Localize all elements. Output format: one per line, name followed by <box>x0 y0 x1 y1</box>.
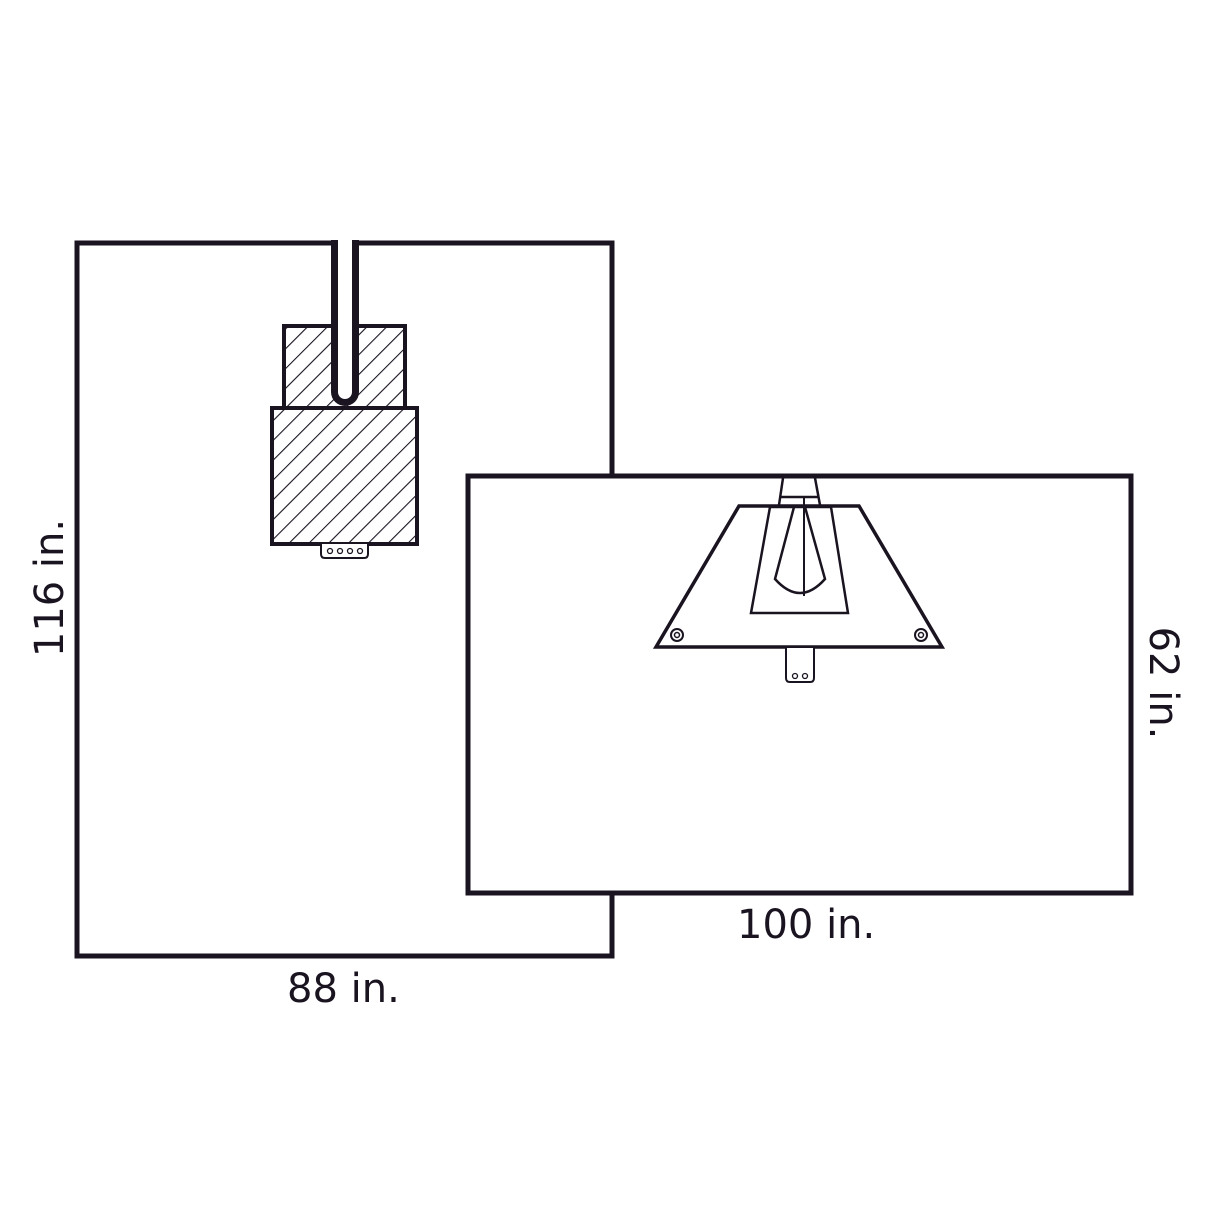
left-drape-height-label: 116 in. <box>27 518 73 658</box>
right-drape-width-label: 100 in. <box>737 902 876 948</box>
lower-hatched-reinforcement <box>270 406 419 546</box>
inner-panel <box>749 505 850 615</box>
grommet-right <box>914 628 928 642</box>
stem <box>777 477 822 506</box>
tab-with-2-holes <box>785 648 815 683</box>
fenestration <box>773 497 827 596</box>
right-drape-outline <box>465 473 1134 896</box>
grommet-left <box>670 628 684 642</box>
tab-with-4-holes <box>320 544 369 559</box>
left-drape-width-label: 88 in. <box>287 966 400 1012</box>
right-drape-height-label: 62 in. <box>1140 626 1186 740</box>
right-drape <box>465 473 1134 896</box>
center-slot <box>331 238 359 406</box>
